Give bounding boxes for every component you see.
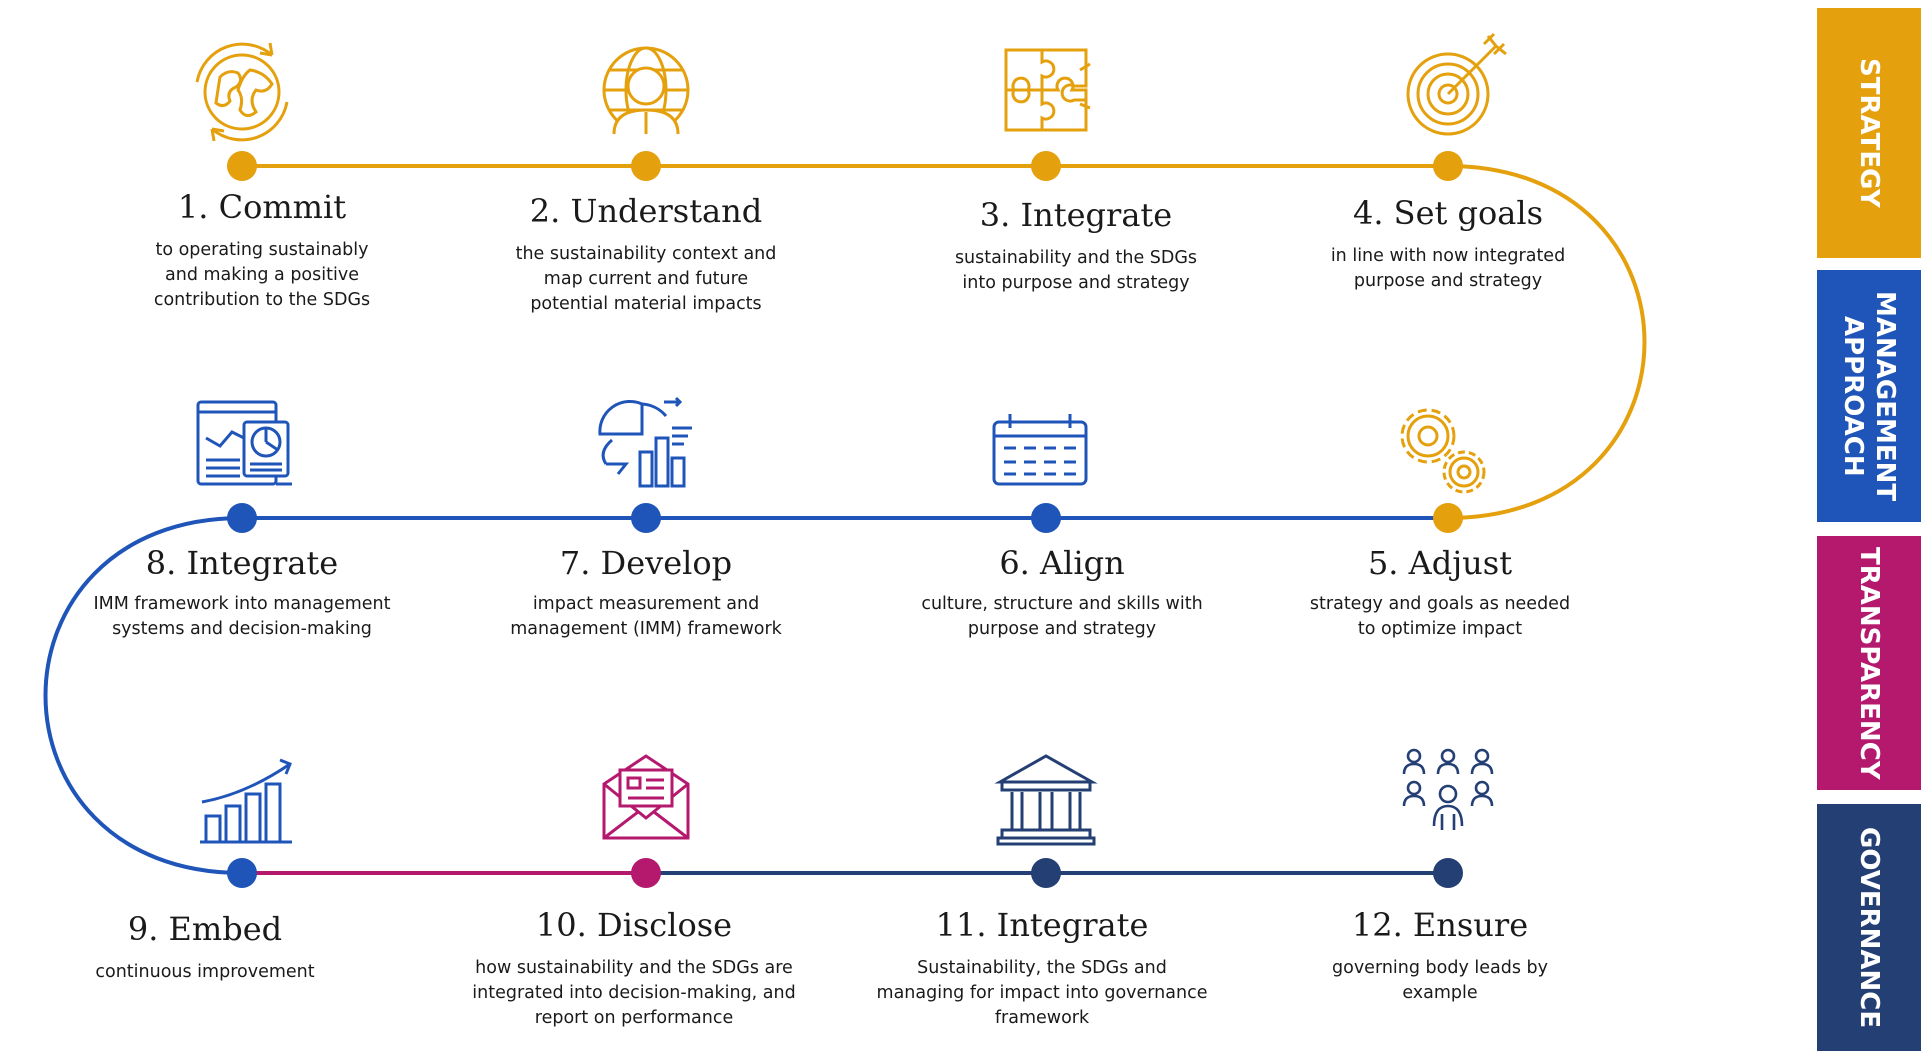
analytics-icon (598, 396, 692, 488)
connector-curve-right (1447, 164, 1647, 520)
person-globe-icon (602, 46, 690, 135)
envelope-icon (602, 754, 690, 840)
node-dot-12 (1433, 858, 1463, 888)
step-7-title: 7. Develop (559, 544, 733, 582)
step-9-title: 9. Embed (127, 910, 283, 948)
step-2-title: 2. Understand (529, 192, 763, 230)
node-dot-6 (1031, 503, 1061, 533)
globe-icon (195, 42, 289, 142)
step-10-description: how sustainability and the SDGs are inte… (472, 958, 796, 1028)
side-tab-transparency: TRANSPARENCY (1817, 536, 1921, 790)
step-1-title: 1. Commit (177, 188, 347, 226)
gears-icon (1400, 408, 1486, 494)
side-tab-management-approach: MANAGEMENT APPROACH (1817, 270, 1921, 522)
node-dot-4 (1433, 151, 1463, 181)
dashboard-icon (196, 400, 292, 486)
node-dot-8 (227, 503, 257, 533)
side-tab-strategy-label: STRATEGY (1854, 58, 1884, 208)
node-dot-11 (1031, 858, 1061, 888)
node-dot-10 (631, 858, 661, 888)
step-11-title: 11. Integrate (935, 906, 1149, 944)
node-dot-5 (1433, 503, 1463, 533)
step-5-title: 5. Adjust (1367, 544, 1513, 582)
step-1-description: to operating sustainably and making a po… (153, 240, 371, 310)
side-tab-management-label: MANAGEMENT APPROACH (1838, 290, 1900, 502)
step-12-description: governing body leads by example (1332, 958, 1548, 1003)
step-5-description: strategy and goals as needed to optimize… (1309, 594, 1571, 639)
step-6-title: 6. Align (999, 544, 1125, 582)
step-2-description: the sustainability context and map curre… (515, 244, 777, 314)
institution-icon (994, 754, 1098, 846)
step-8-description: IMM framework into management systems an… (93, 594, 391, 639)
side-tab-transparency-label: TRANSPARENCY (1854, 546, 1884, 780)
puzzle-icon (1004, 48, 1091, 132)
step-10-title: 10. Disclose (535, 906, 733, 944)
step-3-title: 3. Integrate (979, 196, 1173, 234)
step-9-description: continuous improvement (95, 962, 315, 982)
node-dot-9 (227, 858, 257, 888)
node-dot-1 (227, 151, 257, 181)
step-7-description: impact measurement and management (IMM) … (510, 594, 782, 639)
step-6-description: culture, structure and skills with purpo… (921, 594, 1203, 639)
calendar-icon (992, 414, 1088, 486)
node-dot-2 (631, 151, 661, 181)
step-12-title: 12. Ensure (1351, 906, 1529, 944)
node-dot-3 (1031, 151, 1061, 181)
node-dot-7 (631, 503, 661, 533)
step-4-description: in line with now integrated purpose and … (1330, 246, 1566, 291)
connector-curve-left (43, 516, 243, 875)
step-11-description: Sustainability, the SDGs and managing fo… (876, 958, 1208, 1028)
step-4-title: 4. Set goals (1352, 194, 1544, 232)
people-group-icon (1402, 748, 1494, 830)
growth-chart-icon (200, 758, 292, 844)
side-tab-governance: GOVERNANCE (1817, 804, 1921, 1051)
side-tab-governance-label: GOVERNANCE (1854, 826, 1884, 1029)
step-3-description: sustainability and the SDGs into purpose… (954, 248, 1198, 293)
target-icon (1406, 32, 1507, 136)
step-8-title: 8. Integrate (145, 544, 339, 582)
side-tab-strategy: STRATEGY (1817, 8, 1921, 258)
